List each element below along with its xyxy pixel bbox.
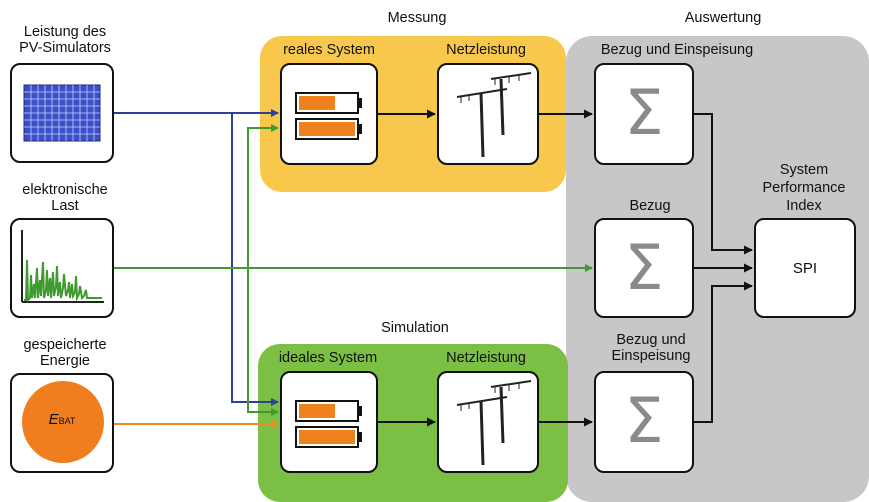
battery-icon: [295, 92, 362, 140]
spi-box: SPI: [754, 218, 856, 318]
pv-label-line1: Leistung des: [23, 24, 107, 40]
energy-circle: [22, 381, 104, 463]
spi-label: SPI: [792, 260, 818, 277]
sum-mid-label: Bezug: [629, 198, 671, 214]
load-wire: [114, 124, 593, 416]
sum-top-label: Bezug und Einspeisung: [600, 42, 754, 58]
energy-label-line2: Energie: [40, 353, 90, 369]
stored-energy-box: EBAT: [10, 373, 114, 473]
solar-panel-icon: [23, 84, 101, 142]
energy-label-line1: gespeicherte: [23, 337, 107, 353]
spi-title-line1: System: [779, 162, 829, 178]
ideal-system-label: ideales System: [278, 350, 378, 366]
energy-symbol-label: EBAT: [48, 411, 76, 428]
real-grid-box: [437, 63, 539, 165]
sum-bottom-box: Σ: [594, 371, 694, 473]
battery-icon: [295, 400, 362, 448]
real-system-label: reales System: [283, 42, 375, 58]
sigma-icon: Σ: [624, 76, 664, 149]
power-pylon-icon: [456, 72, 532, 158]
pv-label-line2: PV-Simulators: [19, 40, 111, 56]
real-grid-label: Netzleistung: [446, 42, 526, 58]
sigma-icon: Σ: [624, 384, 664, 457]
load-label-line2: Last: [51, 198, 79, 214]
sigma-icon: Σ: [624, 231, 664, 304]
pv-wire: [114, 109, 279, 406]
spi-title-line2: Performance: [762, 180, 846, 196]
power-pylon-icon: [456, 380, 532, 466]
pv-simulator-box: [10, 63, 114, 163]
sum-bottom-label-line1: Bezug und: [616, 332, 686, 348]
auswertung-header: Auswertung: [684, 10, 762, 26]
electronic-load-box: [10, 218, 114, 318]
ideal-grid-label: Netzleistung: [446, 350, 526, 366]
sum-mid-box: Σ: [594, 218, 694, 318]
messung-header: Messung: [387, 10, 447, 26]
ideal-grid-box: [437, 371, 539, 473]
ideal-battery-box: [280, 371, 378, 473]
simulation-header: Simulation: [381, 320, 449, 336]
flow-arrows: [378, 109, 753, 427]
sum-bottom-label-line2: Einspeisung: [611, 348, 691, 364]
real-battery-box: [280, 63, 378, 165]
spi-title-line3: Index: [786, 198, 822, 214]
load-profile-icon: [21, 230, 104, 303]
sum-top-box: Σ: [594, 63, 694, 165]
load-label-line1: elektronische: [22, 182, 108, 198]
